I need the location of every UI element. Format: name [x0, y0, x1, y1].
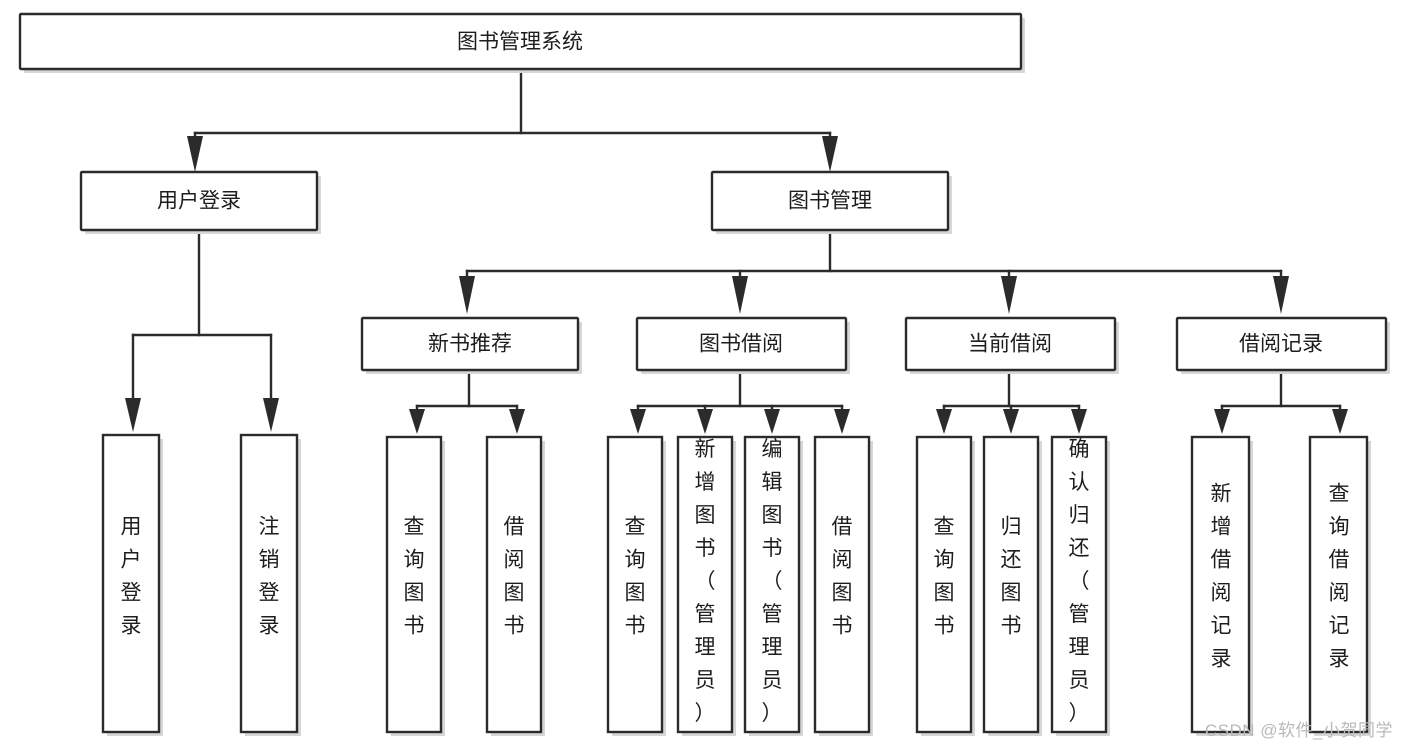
node-leaf-return-book[interactable]: 归还图书 — [982, 435, 1042, 736]
node-borrow-record-label: 借阅记录 — [1239, 333, 1323, 356]
node-leaf-query-book-3-label: 查询图书 — [934, 516, 955, 638]
node-root-label: 图书管理系统 — [457, 31, 583, 54]
node-root[interactable]: 图书管理系统 — [18, 12, 1025, 73]
arrow-root-to-user-login-icon — [187, 136, 203, 172]
node-leaf-add-record-label: 新增借阅记录 — [1211, 483, 1232, 671]
node-leaf-query-book-2[interactable]: 查询图书 — [606, 435, 666, 736]
node-leaf-return-book-box[interactable] — [982, 435, 1040, 734]
node-leaf-query-record-label: 查询借阅记录 — [1329, 483, 1350, 671]
arrow-to-leaf-borrow-book-1-icon — [509, 409, 525, 434]
node-leaf-user-login[interactable]: 用户登录 — [101, 433, 163, 736]
node-leaf-confirm-return[interactable]: 确认归还（管理员） — [1050, 435, 1110, 736]
node-leaf-edit-book-box[interactable] — [743, 435, 801, 734]
node-leaf-query-record-box[interactable] — [1308, 435, 1369, 734]
node-book-management-box[interactable] — [710, 170, 950, 232]
node-leaf-logout[interactable]: 注销登录 — [239, 433, 301, 736]
node-leaf-user-login-box[interactable] — [101, 433, 161, 734]
node-leaf-logout-box[interactable] — [239, 433, 299, 734]
node-leaf-query-book-2-box[interactable] — [606, 435, 664, 734]
node-leaf-user-login-label: 用户登录 — [121, 516, 142, 638]
node-leaf-add-book-label: 新增图书（管理员） — [695, 438, 716, 725]
node-leaf-borrow-book-1-box[interactable] — [485, 435, 543, 734]
arrow-to-leaf-user-login-icon — [125, 398, 141, 432]
node-book-borrow-box[interactable] — [635, 316, 848, 372]
node-leaf-borrow-book-2[interactable]: 借阅图书 — [813, 435, 873, 736]
node-user-login-label: 用户登录 — [157, 190, 241, 213]
node-current-borrow-label: 当前借阅 — [968, 333, 1052, 356]
node-leaf-query-book-2-label: 查询图书 — [625, 516, 646, 638]
node-new-book-recommend[interactable]: 新书推荐 — [360, 316, 582, 374]
arrow-to-leaf-confirm-return-icon — [1071, 409, 1087, 434]
node-leaf-confirm-return-label: 确认归还（管理员） — [1069, 438, 1090, 725]
node-new-book-recommend-label: 新书推荐 — [428, 333, 512, 356]
csdn-watermark: CSDN @软件_小贺同学 — [1204, 721, 1393, 740]
arrow-root-to-book-management-icon — [822, 136, 838, 172]
node-leaf-edit-book[interactable]: 编辑图书（管理员） — [743, 435, 803, 736]
node-leaf-query-book-1-box[interactable] — [385, 435, 443, 734]
arrow-to-leaf-return-book-icon — [1003, 409, 1019, 434]
node-leaf-query-book-1[interactable]: 查询图书 — [385, 435, 445, 736]
node-leaf-logout-label: 注销登录 — [259, 516, 280, 638]
arrow-to-leaf-query-record-icon — [1332, 409, 1348, 434]
node-leaf-add-record[interactable]: 新增借阅记录 — [1190, 435, 1253, 736]
arrow-to-leaf-edit-book-icon — [764, 409, 780, 434]
node-book-management[interactable]: 图书管理 — [710, 170, 952, 234]
connector-layer — [125, 70, 1348, 434]
node-user-login[interactable]: 用户登录 — [79, 170, 321, 234]
arrow-to-leaf-query-book-2-icon — [630, 409, 646, 434]
arrow-to-leaf-borrow-book-2-icon — [834, 409, 850, 434]
node-leaf-query-book-1-label: 查询图书 — [404, 516, 425, 638]
arrow-to-new-book-recommend-icon — [459, 276, 475, 314]
node-borrow-record[interactable]: 借阅记录 — [1175, 316, 1390, 374]
node-current-borrow[interactable]: 当前借阅 — [904, 316, 1119, 374]
arrow-to-leaf-query-book-3-icon — [936, 409, 952, 434]
node-user-login-box[interactable] — [79, 170, 319, 232]
node-new-book-recommend-box[interactable] — [360, 316, 580, 372]
node-book-borrow-label: 图书借阅 — [699, 333, 783, 356]
node-leaf-borrow-book-1[interactable]: 借阅图书 — [485, 435, 545, 736]
node-leaf-borrow-book-1-label: 借阅图书 — [504, 516, 525, 638]
node-book-borrow[interactable]: 图书借阅 — [635, 316, 850, 374]
arrow-to-leaf-add-book-icon — [697, 409, 713, 434]
node-leaf-confirm-return-box[interactable] — [1050, 435, 1108, 734]
node-leaf-edit-book-label: 编辑图书（管理员） — [762, 438, 783, 725]
arrow-to-book-borrow-icon — [732, 276, 748, 314]
node-leaf-add-book-box[interactable] — [676, 435, 734, 734]
node-book-management-label: 图书管理 — [788, 190, 872, 213]
arrow-to-borrow-record-icon — [1273, 276, 1289, 314]
node-leaf-return-book-label: 归还图书 — [1001, 516, 1022, 638]
arrow-to-leaf-logout-icon — [263, 398, 279, 432]
node-leaf-add-record-box[interactable] — [1190, 435, 1251, 734]
arrow-to-leaf-add-record-icon — [1214, 409, 1230, 434]
leaf-nodes-layer: 用户登录 注销登录 查询图书 借阅图书 查询图书 — [101, 433, 1371, 736]
node-root-box[interactable] — [18, 12, 1023, 71]
node-leaf-add-book[interactable]: 新增图书（管理员） — [676, 435, 736, 736]
arrow-to-current-borrow-icon — [1001, 276, 1017, 314]
node-leaf-query-book-3-box[interactable] — [915, 435, 973, 734]
node-borrow-record-box[interactable] — [1175, 316, 1388, 372]
node-leaf-query-book-3[interactable]: 查询图书 — [915, 435, 975, 736]
node-leaf-query-record[interactable]: 查询借阅记录 — [1308, 435, 1371, 736]
node-current-borrow-box[interactable] — [904, 316, 1117, 372]
node-leaf-borrow-book-2-label: 借阅图书 — [832, 516, 853, 638]
node-leaf-borrow-book-2-box[interactable] — [813, 435, 871, 734]
arrow-to-leaf-query-book-1-icon — [409, 409, 425, 434]
